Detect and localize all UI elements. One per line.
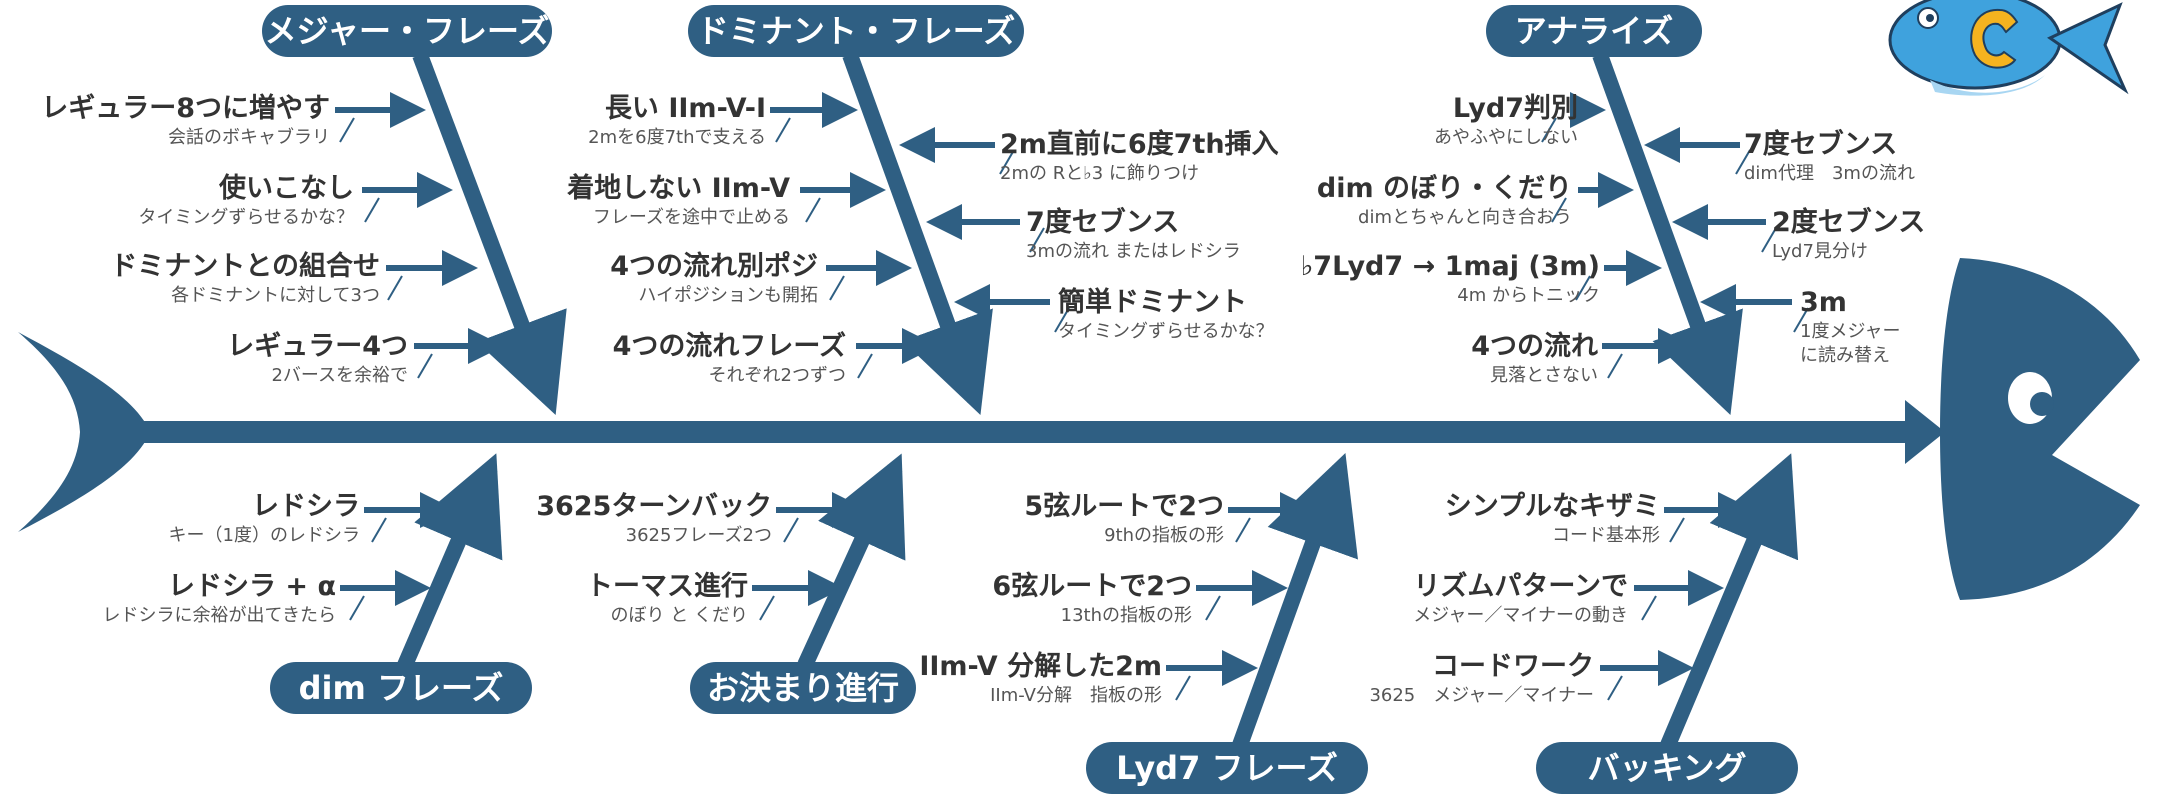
connector-tick: [1607, 353, 1623, 379]
connector-tick: [1551, 197, 1567, 223]
list-item: 4つの流れフレーズ それぞれ2つずつ: [612, 331, 846, 386]
connector-tick: [364, 197, 380, 223]
list-item: レドシラ キー（1度）のレドシラ: [168, 491, 360, 546]
connector-tick: [387, 275, 403, 301]
list-item: シンプルなキザミ コード基本形: [1444, 491, 1660, 546]
list-item: レギュラー8つに増やす 会話のボキャブラリ: [41, 93, 330, 148]
connector-tick: [857, 353, 873, 379]
list-item: dim のぼり・くだり dimとちゃんと向き合おう: [1316, 173, 1572, 228]
category-dominant-phrase: ドミナント・フレーズ: [688, 5, 1024, 57]
list-item: 7度セブンス dim代理 3mの流れ: [1744, 129, 1915, 184]
list-item: 6弦ルートで2つ 13thの指板の形: [992, 571, 1192, 626]
connector-tick: [759, 595, 775, 621]
bone-analyze: [1592, 52, 1743, 416]
bone-backing: [1660, 453, 1799, 749]
bone-dominant: [842, 52, 993, 416]
list-item: 4つの流れ 見落とさない: [1471, 331, 1598, 386]
category-dim-phrase: dim フレーズ: [270, 662, 532, 714]
connector-tick: [999, 149, 1015, 175]
spine-arrowhead: [1905, 400, 1945, 464]
connector-tick: [1029, 227, 1045, 253]
list-item: トーマス進行 のぼり と くだり: [586, 571, 748, 626]
list-item: 簡単ドミナント タイミングずらせるかな？: [1058, 287, 1274, 342]
list-item: 7度セブンス 3mの流れ またはレドシラ: [1026, 207, 1241, 262]
list-item: Lyd7判別 あやふやにしない: [1434, 93, 1578, 148]
fish-tail: [18, 332, 150, 532]
list-item: 4つの流れ別ポジ ハイポジションも開拓: [610, 251, 818, 306]
connector-tick: [1235, 517, 1251, 543]
connector-tick: [783, 517, 799, 543]
list-item: リズムパターンで メジャー／マイナーの動き: [1413, 571, 1628, 626]
main-bones: [397, 52, 1799, 749]
fish-head: [1940, 258, 2140, 600]
list-item: 3625ターンバック 3625フレーズ2つ: [536, 491, 772, 546]
connector-tick: [371, 517, 387, 543]
connector-tick: [1669, 517, 1685, 543]
connector-tick: [1054, 307, 1070, 333]
category-analyze: アナライズ: [1486, 5, 1702, 57]
category-major-phrase: メジャー・フレーズ: [262, 5, 552, 57]
bone-lyd7: [1232, 452, 1358, 748]
sub-arrows: [335, 92, 1809, 701]
connector-tick: [339, 117, 355, 143]
connector-tick: [829, 275, 845, 301]
list-item: コードワーク 3625 メジャー／マイナー: [1369, 651, 1594, 706]
category-backing: バッキング: [1536, 742, 1798, 794]
bone-okimari: [797, 453, 906, 669]
category-lyd7-phrase: Lyd7 フレーズ: [1086, 742, 1368, 794]
connector-tick: [775, 117, 791, 143]
list-item: 5弦ルートで2つ 9thの指板の形: [1024, 491, 1224, 546]
list-item: 使いこなし タイミングずらせるかな？: [138, 173, 354, 228]
category-okimari: お決まり進行: [690, 662, 916, 714]
bone-dim: [397, 453, 503, 669]
connector-tick: [349, 595, 365, 621]
list-item: レギュラー4つ 2バースを余裕で: [227, 331, 408, 386]
connector-tick: [1541, 117, 1557, 143]
connector-tick: [1641, 595, 1657, 621]
list-item: 長い IIm-V-I 2mを6度7thで支える: [588, 93, 766, 148]
connector-tick: [1575, 275, 1591, 301]
connector-tick: [1761, 227, 1777, 253]
list-item: IIm-V 分解した2m IIm-V分解 指板の形: [919, 651, 1162, 706]
connector-tick: [1793, 307, 1809, 333]
connector-tick: [1205, 595, 1221, 621]
list-item: 2m直前に6度7th挿入 2mの Rと♭3 に飾りつけ: [1000, 129, 1279, 184]
list-item: 2度セブンス Lyd7見分け: [1772, 207, 1926, 262]
connector-tick: [417, 353, 433, 379]
list-item: 3m 1度メジャー に読み替え: [1800, 287, 1901, 366]
connector-tick: [805, 197, 821, 223]
mascot-fish: C: [1888, 0, 2129, 96]
connector-tick: [1735, 149, 1751, 175]
fish-spine: [140, 421, 1920, 443]
bone-major: [412, 52, 567, 415]
list-item: レドシラ + α レドシラに余裕が出てきたら: [102, 571, 336, 626]
list-item: 着地しない IIm-V フレーズを途中で止める: [567, 173, 790, 228]
connector-tick: [1607, 675, 1623, 701]
list-item: ♭7Lyd7 → 1maj (3m) 4m からトニック: [1300, 251, 1600, 306]
connector-tick: [1175, 675, 1191, 701]
fish-pupil: [2030, 392, 2054, 416]
list-item: ドミナントとの組合せ 各ドミナントに対して3つ: [110, 251, 380, 306]
